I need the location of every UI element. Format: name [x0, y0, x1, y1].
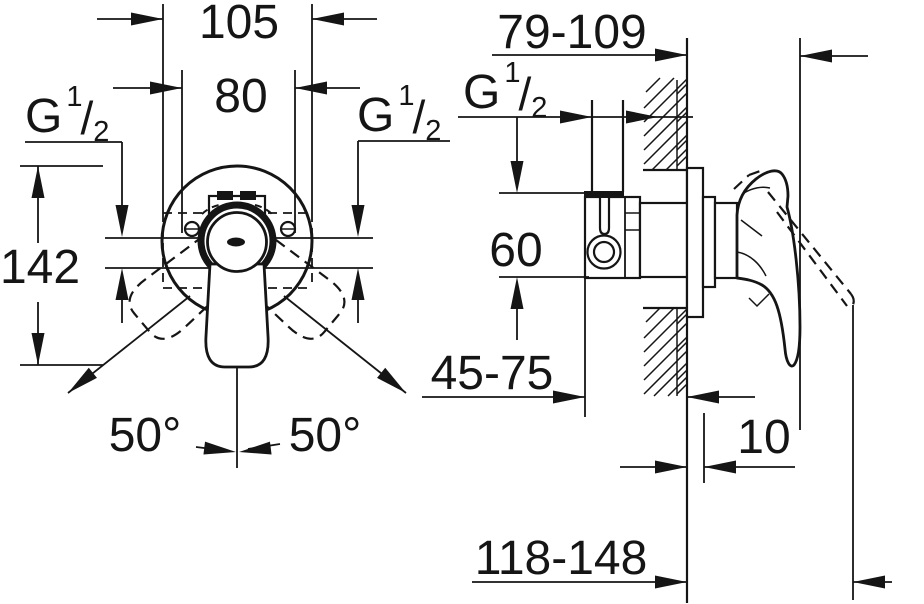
cartridge-housing — [638, 201, 689, 279]
angle-left-label: 50° — [109, 409, 182, 462]
dim-60-label: 60 — [489, 224, 542, 277]
dim-10-label: 10 — [737, 411, 790, 464]
lever-swung-left — [128, 234, 240, 340]
lever-swung-right — [234, 234, 346, 340]
side-view: 79-109 G1/2 60 45-75 — [422, 6, 892, 603]
screw-left — [183, 220, 201, 238]
cap-clip-right — [240, 191, 256, 200]
dim-118-148-label: 118-148 — [475, 532, 648, 585]
screw-right — [279, 220, 297, 238]
handle-dome-mark — [227, 237, 245, 247]
ring-dashed-arc-right — [254, 204, 273, 215]
ring-dashed-arc-left — [201, 204, 220, 215]
front-dim-height: 142 — [0, 165, 103, 366]
dim-142-label: 142 — [0, 241, 80, 294]
dim-80-label: 80 — [214, 70, 267, 123]
lever-side — [735, 169, 802, 368]
wall-section — [643, 38, 689, 603]
lever-side-open-dashed — [733, 168, 855, 310]
supply-pipe — [590, 100, 625, 192]
side-dim-protrusion-open: 118-148 — [472, 532, 892, 589]
front-dim-width-inner: 80 — [113, 70, 360, 233]
handle-collar-left — [198, 219, 211, 261]
concealed-body — [583, 191, 642, 280]
side-dim-protrusion-closed: 79-109 — [492, 6, 868, 63]
dim-45-75-label: 45-75 — [431, 347, 554, 400]
angle-right-label: 50° — [289, 409, 362, 462]
front-dim-width-outer: 105 — [97, 0, 377, 213]
dim-79-109-label: 79-109 — [497, 6, 646, 59]
cap-ring-inner — [713, 201, 739, 280]
side-dim-escutcheon-depth: 10 — [620, 411, 795, 483]
handle-collar-right — [263, 219, 276, 261]
cap-clip-left — [217, 191, 233, 200]
side-dim-body-height: 60 — [489, 117, 589, 340]
side-dim-install-depth: 45-75 — [422, 278, 755, 417]
wall-hatching-upper — [643, 77, 688, 171]
cap-ring-outer — [701, 195, 717, 289]
lever-front — [204, 262, 270, 369]
dim-105-label: 105 — [199, 0, 279, 49]
escutcheon-side — [685, 166, 705, 319]
front-angle-dims: 50° 50° — [63, 295, 411, 468]
wall-hatching-lower — [643, 307, 688, 397]
